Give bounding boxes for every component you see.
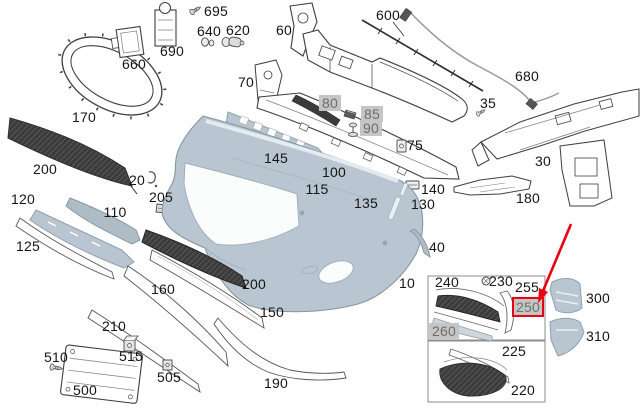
part-label-220[interactable]: 220 <box>511 381 535 398</box>
part-label-300[interactable]: 300 <box>586 289 610 306</box>
part-label-200-grille[interactable]: 200 <box>33 160 57 177</box>
part-label-90[interactable]: 90 <box>360 119 382 137</box>
part-label-310[interactable]: 310 <box>586 327 610 344</box>
part-label-10[interactable]: 10 <box>399 274 415 291</box>
part-label-240[interactable]: 240 <box>435 273 459 290</box>
part-drawing-160-chrome-strip <box>123 265 229 368</box>
part-drawing-60-reinforcement-beam <box>289 2 468 123</box>
part-label-85[interactable]: 85 <box>361 105 383 123</box>
part-label-170[interactable]: 170 <box>72 108 96 125</box>
part-label-600[interactable]: 600 <box>376 6 400 23</box>
part-drawing-600-strip <box>361 19 484 92</box>
part-label-145[interactable]: 145 <box>264 149 288 166</box>
part-drawing-170-grille-surround <box>57 32 167 120</box>
part-drawing-690-bracket <box>154 2 177 47</box>
part-label-505[interactable]: 505 <box>157 368 181 385</box>
part-label-115[interactable]: 115 <box>305 180 329 197</box>
part-label-110[interactable]: 110 <box>103 203 127 220</box>
part-label-510[interactable]: 510 <box>44 348 68 365</box>
part-label-500[interactable]: 500 <box>73 381 97 398</box>
part-label-250-callout[interactable]: 250 <box>512 296 544 318</box>
part-label-135[interactable]: 135 <box>354 194 378 211</box>
part-label-140[interactable]: 140 <box>421 180 445 197</box>
part-label-130[interactable]: 130 <box>411 195 435 212</box>
part-label-180[interactable]: 180 <box>516 189 540 206</box>
part-drawing-620-sensor <box>221 36 245 48</box>
part-drawing-90-pin <box>347 122 358 137</box>
part-label-255[interactable]: 255 <box>515 278 539 295</box>
part-label-695[interactable]: 695 <box>204 2 228 19</box>
part-drawing-230-clip <box>481 276 491 286</box>
part-label-660[interactable]: 660 <box>122 55 146 72</box>
part-label-75[interactable]: 75 <box>407 136 423 153</box>
part-label-205[interactable]: 205 <box>149 188 173 205</box>
part-drawing-150-chrome-strip <box>149 249 265 329</box>
part-drawing-80-molding <box>291 94 341 127</box>
part-label-640[interactable]: 640 <box>197 22 221 39</box>
screw-695-icon <box>188 4 203 16</box>
part-label-190[interactable]: 190 <box>264 374 288 391</box>
part-drawing-125-chrome-strip <box>15 217 115 280</box>
part-drawing-210-chrome-strip <box>87 309 201 393</box>
part-label-80[interactable]: 80 <box>319 94 341 112</box>
part-drawing-85-clip <box>343 109 357 120</box>
part-drawing-660-module <box>110 25 145 59</box>
part-label-690[interactable]: 690 <box>160 42 184 59</box>
part-label-60[interactable]: 60 <box>276 21 292 38</box>
part-drawing-190-chrome-strip <box>213 317 347 381</box>
part-label-160[interactable]: 160 <box>151 280 175 297</box>
part-drawing-300-closing-panel <box>549 278 583 314</box>
part-drawing-70-bracket <box>254 59 283 106</box>
part-label-120[interactable]: 120 <box>11 190 35 207</box>
part-label-30[interactable]: 30 <box>535 152 551 169</box>
part-drawing-120-trim <box>29 209 135 269</box>
part-label-515[interactable]: 515 <box>119 347 143 364</box>
part-label-260[interactable]: 260 <box>429 322 459 340</box>
part-drawing-310-closing-panel <box>549 317 585 357</box>
part-drawing-200-lower-grille <box>141 229 247 289</box>
part-drawing-500-license-bracket <box>60 344 143 404</box>
part-drawing-10-bumper-cover <box>161 115 424 313</box>
part-drawing-75-clip <box>396 139 407 153</box>
part-label-210[interactable]: 210 <box>102 317 126 334</box>
part-label-40[interactable]: 40 <box>429 238 445 255</box>
part-drawing-110-trim <box>65 197 141 245</box>
part-drawing-220-side-grille <box>439 357 508 397</box>
part-drawing-100-crossmember <box>256 92 460 180</box>
part-drawing-200-grille <box>7 117 138 195</box>
part-drawing-40-strip <box>408 228 431 258</box>
part-label-680[interactable]: 680 <box>515 67 539 84</box>
part-label-620[interactable]: 620 <box>226 21 250 38</box>
part-label-150[interactable]: 150 <box>260 303 284 320</box>
part-label-200-lower-grille[interactable]: 200 <box>242 275 266 292</box>
part-label-20[interactable]: 20 <box>129 171 145 188</box>
part-drawing-515-clip <box>123 335 139 352</box>
part-label-100[interactable]: 100 <box>322 163 346 180</box>
part-drawing-180-bracket <box>453 175 532 196</box>
part-drawing-20-clip <box>147 171 158 188</box>
part-drawing-505-clip <box>162 359 173 371</box>
part-label-70[interactable]: 70 <box>238 73 254 90</box>
part-drawing-680-hose <box>399 7 560 110</box>
part-drawing-640-grommet <box>201 37 215 47</box>
part-label-125[interactable]: 125 <box>16 237 40 254</box>
part-drawing-30-mounting-bracket <box>471 88 640 207</box>
part-label-225[interactable]: 225 <box>502 342 526 359</box>
part-drawing-240-side-grille <box>433 288 505 331</box>
part-label-35[interactable]: 35 <box>480 94 496 111</box>
part-label-230[interactable]: 230 <box>489 272 513 289</box>
